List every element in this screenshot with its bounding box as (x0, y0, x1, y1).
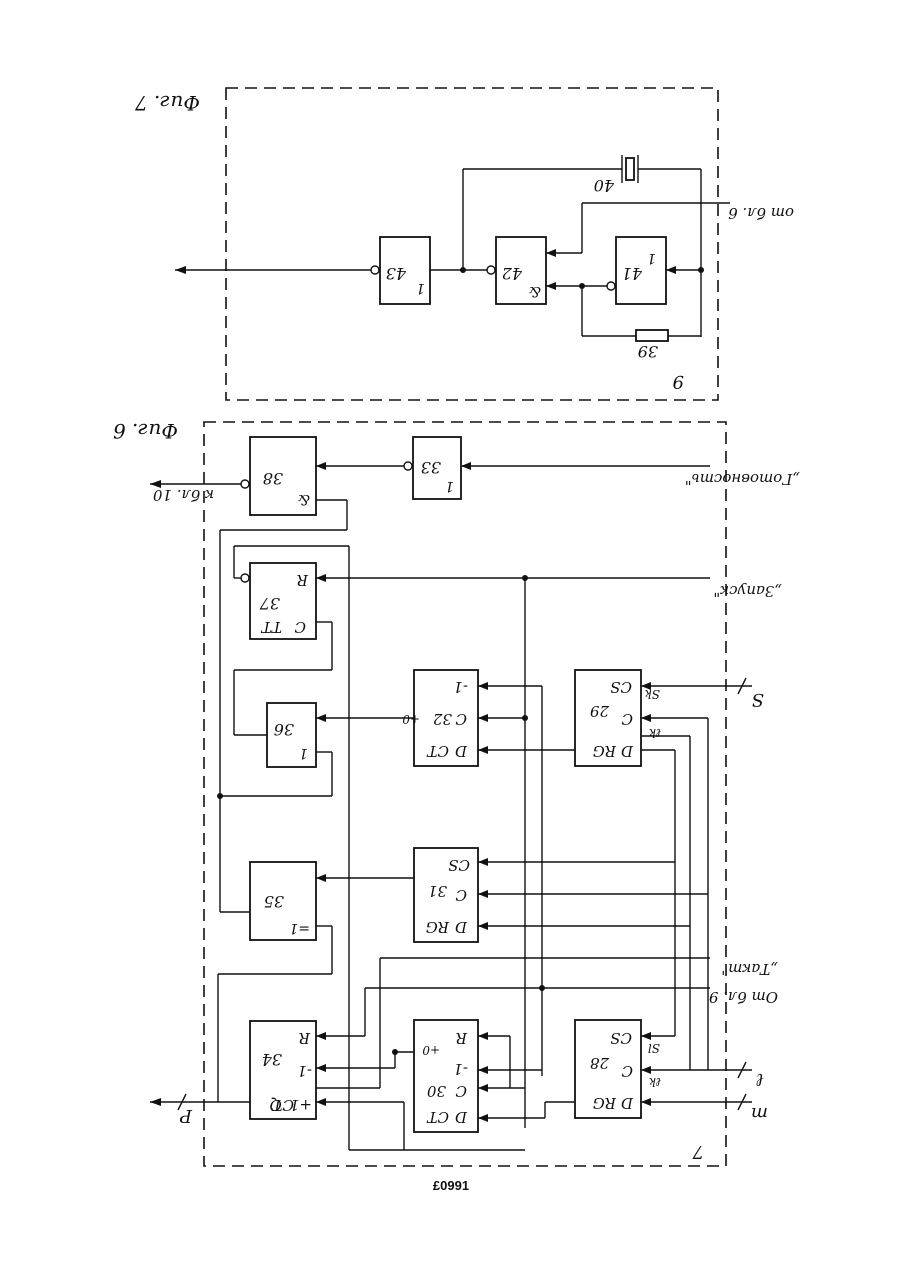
block-32-c: C (455, 710, 467, 728)
block-33-op: 1 (445, 478, 454, 494)
block-30: 30 +0 CT D C -1 R (414, 1020, 478, 1132)
block-42-number: 42 (502, 264, 523, 283)
block-37-title: TT (261, 618, 282, 636)
block-37: 37 TT C R (241, 563, 316, 639)
block-29-number: 29 (589, 702, 610, 720)
block-31-d: D (455, 918, 468, 936)
input-ready-label: „Готовность" (685, 470, 800, 488)
fig6-caption: Фиг. 6 (113, 419, 178, 443)
input-tact-label: „Такт" (721, 960, 778, 978)
block-31-c: C (455, 886, 467, 904)
block-42-op: & (529, 283, 541, 299)
block-43-op: 1 (416, 280, 425, 296)
block-28-lk: ℓk (649, 1075, 661, 1089)
block-28-number: 28 (590, 1054, 610, 1072)
fig7-caption: Фиг. 7 (135, 91, 200, 115)
block-28-d: D (621, 1094, 634, 1112)
block-29-title: RG (593, 742, 617, 760)
figure-7: Фиг. 7 9 43 1 42 & 41 1 39 40 (135, 88, 794, 400)
resistor-39-label: 39 (638, 342, 658, 361)
block-29-cs: CS (610, 678, 632, 696)
block-30-r: R (456, 1029, 468, 1047)
block-31: 31 RG D C CS (414, 848, 478, 942)
block-29-sk: Sk (645, 687, 661, 701)
block-43-inverter (371, 266, 379, 274)
block-28-title: RG (593, 1094, 617, 1112)
block-36-op: 1 (299, 745, 308, 761)
input-from9-label: От бл. 9 (708, 988, 778, 1006)
block-34-r: R (299, 1029, 311, 1047)
block-30-c: C (455, 1082, 467, 1100)
output-label: к бл. 10 (152, 486, 214, 504)
block-32-title: CT (427, 742, 449, 760)
block-28-cs: CS (610, 1029, 632, 1047)
block-31-cs: CS (448, 856, 470, 874)
block-35-op: =1 (289, 920, 310, 936)
block-43-number: 43 (386, 264, 407, 283)
block-30-minus1: -1 (453, 1060, 468, 1078)
block-30-title: CT (427, 1108, 449, 1126)
crystal-40 (626, 158, 634, 180)
block-38: 38 & (241, 437, 316, 515)
block-29-c: C (621, 710, 633, 728)
block-41-op: 1 (647, 250, 656, 266)
block-38-number: 38 (263, 469, 283, 488)
block-32-number: 32 (433, 710, 452, 728)
block-38-op: & (298, 491, 310, 507)
block-41-inverter (607, 282, 615, 290)
input-l-label: ℓ (756, 1069, 764, 1090)
block-42-inverter (487, 266, 495, 274)
block-35-number: 35 (264, 892, 284, 911)
block-32-minus1: -1 (453, 678, 468, 696)
block-34: 34 Q CT +1 -1 R (250, 1021, 316, 1119)
block-28-sl: Sl (648, 1041, 660, 1055)
block-30-d: D (455, 1108, 468, 1126)
fig7-input-label: от бл. 6 (728, 204, 794, 222)
block-36: 36 1 (267, 703, 316, 767)
block-32-d: D (455, 742, 468, 760)
block-37-c: C (294, 618, 306, 636)
input-s-label: S (752, 689, 764, 710)
block-34-minus1: -1 (297, 1062, 312, 1080)
input-m-label: m (751, 1103, 768, 1124)
block-34-plus1: +1 (290, 1096, 312, 1114)
figure-6: Фиг. 6 7 38 & 33 1 37 TT C R 36 (113, 419, 800, 1166)
block-31-number: 31 (428, 882, 447, 900)
block-35: 35 =1 (250, 862, 316, 940)
output-p-label: P (179, 1105, 193, 1126)
block-30-number: 30 (426, 1082, 446, 1100)
resistor-39 (636, 330, 668, 341)
block-34-number: 34 (262, 1050, 282, 1069)
block-36-number: 36 (274, 720, 294, 739)
block-41-number: 41 (622, 264, 643, 283)
block-33: 33 1 (404, 437, 461, 499)
block-28-c: C (621, 1062, 633, 1080)
block-29-d: D (621, 742, 634, 760)
fig7-unit-label: 9 (673, 371, 684, 392)
block-37-r: R (297, 571, 309, 589)
block-30-plus0: +0 (422, 1043, 440, 1057)
block-37-number: 37 (259, 594, 280, 613)
footer-code: £0991 (433, 1178, 469, 1193)
input-start-label: „Запуск" (713, 582, 782, 600)
crystal-40-label: 40 (594, 176, 615, 195)
block-31-title: RG (426, 918, 450, 936)
block-29-lk: ℓk (649, 726, 661, 740)
block-33-number: 33 (421, 458, 441, 477)
fig6-unit-label: 7 (692, 1141, 704, 1162)
block-32-plus0: +0 (402, 712, 420, 726)
